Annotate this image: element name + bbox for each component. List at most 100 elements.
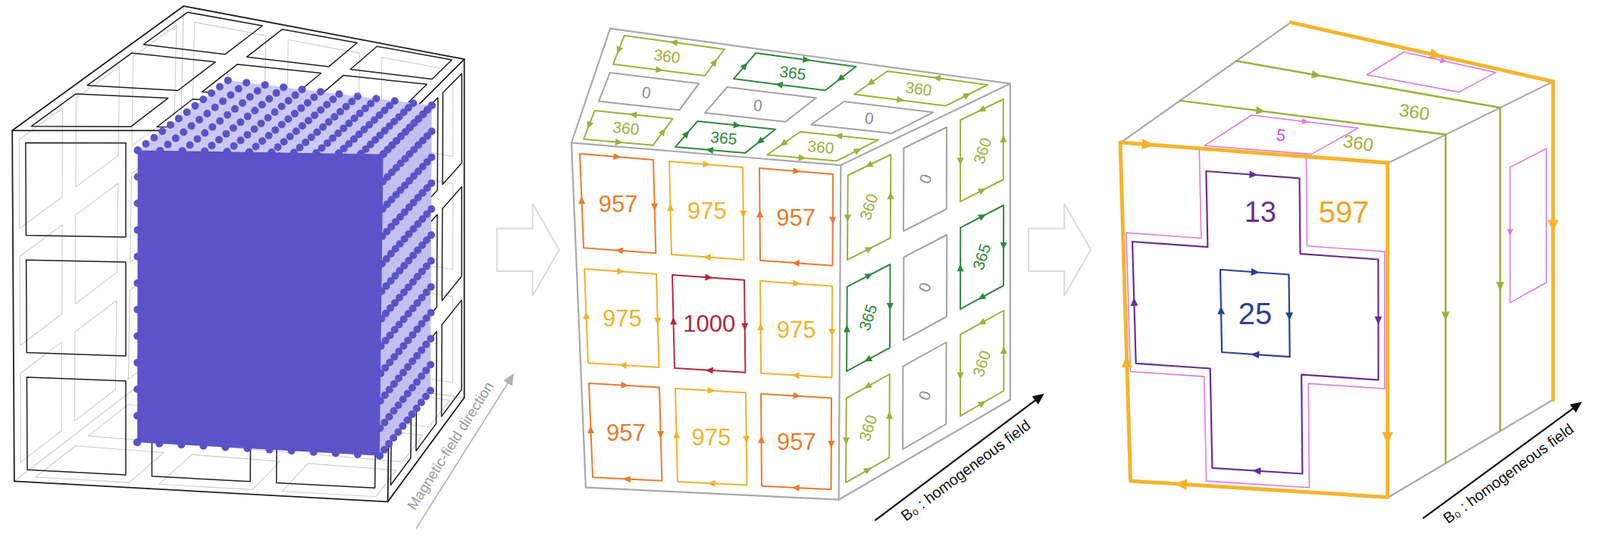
loop-value: 360 [612, 118, 641, 138]
loop-arrowhead [1255, 106, 1266, 115]
loop-arrowhead [704, 273, 713, 281]
spin-dot [427, 179, 436, 188]
spin-dot [211, 103, 220, 112]
spin-dot [245, 148, 254, 157]
loop-value: 365 [709, 128, 738, 148]
spin-dot [422, 393, 430, 401]
frame-window [441, 300, 463, 417]
loop-value: 957 [776, 206, 816, 230]
spin-dot [292, 127, 301, 135]
loop-arrowhead [616, 45, 624, 54]
loop-line [669, 161, 744, 260]
spin-dot [177, 441, 185, 449]
loop-box: 975 [667, 381, 755, 494]
loop-value: 1000 [682, 312, 736, 336]
spin-dot [389, 434, 398, 442]
loop-line [704, 87, 817, 123]
outer-loop-back [1551, 81, 1556, 401]
spin-dot [385, 440, 393, 448]
loop-arrowhead [1217, 306, 1225, 315]
loop-arrowhead [621, 381, 630, 389]
loop-value: 957 [776, 430, 817, 455]
loop-value: 957 [598, 191, 639, 216]
spin-dot [375, 452, 384, 461]
hidden-window [281, 463, 396, 498]
spin-dot [309, 448, 318, 457]
spin-dot [379, 150, 388, 158]
loop-box: 0 [895, 119, 955, 239]
band-loop [1180, 100, 1446, 464]
loop-label: 360 [1338, 129, 1378, 157]
loop-arrowhead [863, 467, 872, 475]
loop-arrowhead [792, 484, 800, 492]
loop-arrowhead [651, 203, 658, 212]
spin-dot [319, 123, 327, 132]
loop-arrowhead [655, 65, 664, 73]
spin-dot [164, 140, 173, 149]
loop-arrowhead [705, 366, 714, 374]
loop-box: 975 [752, 273, 840, 386]
spin-dot [265, 131, 273, 140]
spin-dot [187, 122, 196, 130]
spin-dot [426, 335, 435, 343]
block-top [137, 80, 433, 154]
loop-line [1204, 115, 1359, 155]
loop-arrowhead [791, 260, 799, 268]
loop-line [903, 234, 947, 341]
loop-arrowhead [578, 196, 586, 204]
field-label: B₀ : homogeneous field [898, 416, 1034, 525]
loop-box: 975 [576, 261, 667, 376]
cube-outline [571, 28, 1011, 501]
loop-arrowhead [623, 475, 631, 483]
frame-edge [463, 59, 466, 398]
spin-dot [133, 412, 141, 420]
loop-arrowhead [707, 387, 715, 395]
spin-dot [312, 149, 320, 157]
spin-dot [291, 109, 299, 118]
loop-arrowhead [957, 158, 965, 166]
spin-dot [133, 438, 141, 447]
spin-dot [223, 147, 232, 156]
loop-box: 1000 [664, 267, 753, 381]
loop-arrowhead [757, 322, 764, 331]
spin-dot [190, 102, 199, 110]
spin-dot [309, 93, 318, 101]
spin-dot [244, 112, 252, 121]
spin-dot [134, 173, 142, 182]
spin-dot [229, 124, 238, 132]
loop-arrowhead [1496, 281, 1505, 292]
loop-value: 360 [652, 46, 681, 66]
loop-arrowhead [886, 303, 893, 311]
spin-dot [150, 134, 158, 142]
spin-dot [288, 447, 296, 455]
loop-arrowhead [673, 430, 680, 439]
spin-dot [237, 136, 245, 145]
spin-dot [356, 150, 365, 158]
spin-dot [290, 149, 298, 157]
spin-dot [264, 113, 273, 122]
spin-dot [280, 137, 289, 146]
loop-arrowhead [670, 316, 677, 325]
spin-dot [372, 94, 380, 103]
spin-dot [310, 111, 319, 119]
spin-dot [428, 101, 436, 110]
spin-dot [224, 76, 232, 85]
spin-dot [200, 147, 209, 156]
loop-arrowhead [956, 372, 964, 381]
spin-dot [403, 416, 412, 425]
loop-line [675, 121, 776, 154]
loop-arrowhead [616, 267, 625, 275]
loop-value: 975 [776, 318, 817, 342]
spin-dot [166, 121, 175, 129]
frame-window [247, 29, 358, 67]
loop-arrowhead [886, 191, 894, 200]
spin-dot [331, 449, 340, 458]
loop-arrowhead [834, 132, 843, 140]
spin-dot [286, 132, 295, 141]
spin-dot [426, 309, 435, 317]
spin-dot [134, 146, 142, 154]
cube-edge [585, 488, 840, 501]
loop-value: 0 [915, 388, 934, 403]
spin-dot [298, 85, 307, 94]
